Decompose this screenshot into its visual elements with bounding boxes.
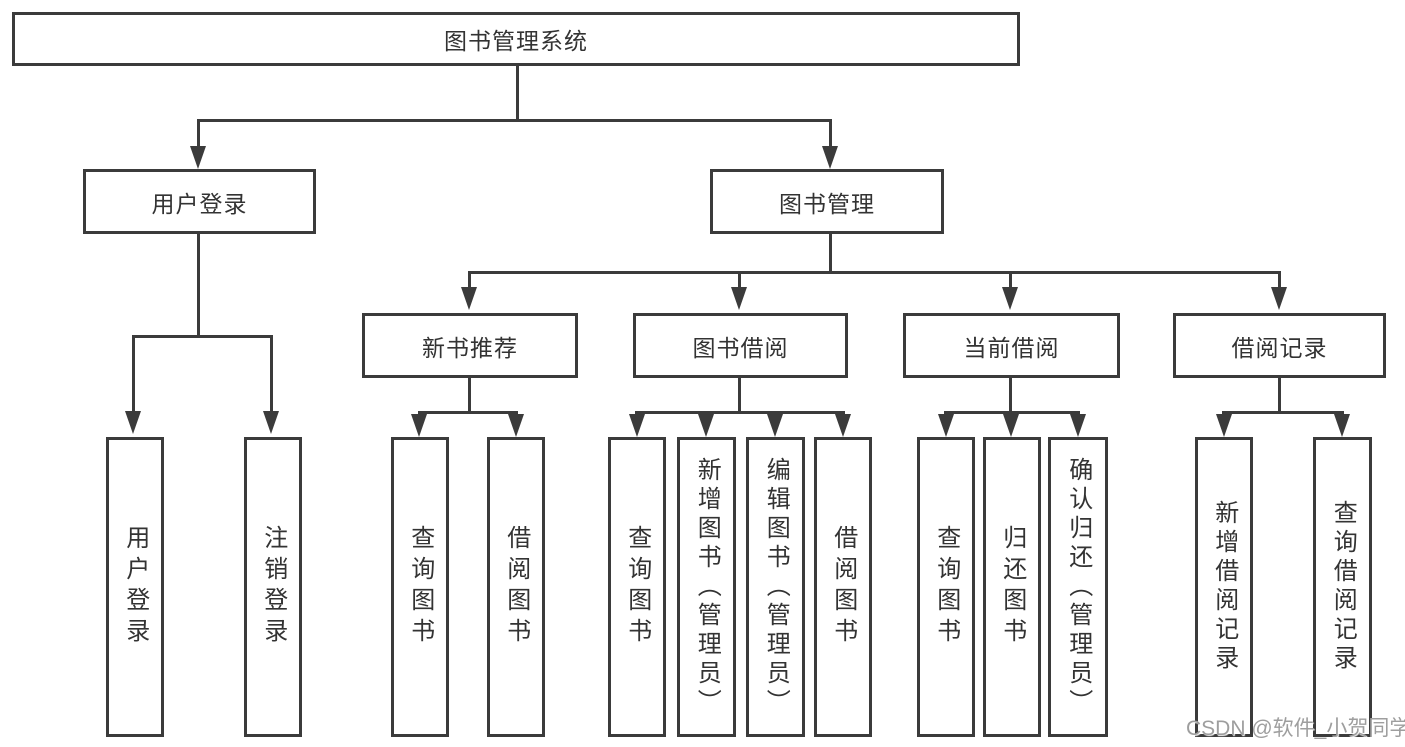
leaf-user-login: 用户登录: [106, 437, 164, 737]
connector-line: [829, 119, 832, 148]
leaf-confirm-return-admin: 确认归还（管理员）: [1048, 437, 1108, 737]
connector-line: [468, 378, 471, 414]
leaf-add-book-admin: 新增图书（管理员）: [677, 437, 736, 737]
leaf-label: 编辑图书（管理员）: [762, 456, 790, 718]
arrow-down-icon: [1271, 287, 1287, 310]
connector-line: [197, 119, 200, 148]
node-new-book-recommendation: 新书推荐: [362, 313, 578, 378]
connector-line: [516, 66, 519, 120]
connector-line: [635, 411, 845, 414]
csdn-watermark: CSDN @软件_小贺同学: [1186, 717, 1405, 740]
leaf-label: 用户登录: [121, 525, 149, 649]
connector-line: [1222, 411, 1344, 414]
arrow-down-icon: [835, 414, 851, 437]
leaf-add-borrow-record: 新增借阅记录: [1195, 437, 1253, 737]
arrow-down-icon: [411, 414, 427, 437]
connector-line: [197, 234, 200, 338]
connector-line: [1278, 271, 1281, 288]
arrow-down-icon: [263, 411, 279, 434]
leaf-label: 归还图书: [998, 525, 1026, 649]
connector-line: [1278, 378, 1281, 414]
connector-line: [1009, 378, 1012, 414]
arrow-down-icon: [767, 414, 783, 437]
leaf-return-book: 归还图书: [983, 437, 1041, 737]
node-borrowing-records: 借阅记录: [1173, 313, 1386, 378]
arrow-down-icon: [938, 414, 954, 437]
leaf-logout: 注销登录: [244, 437, 302, 737]
arrow-down-icon: [190, 146, 206, 169]
leaf-edit-book-admin: 编辑图书（管理员）: [746, 437, 805, 737]
connector-line: [468, 271, 471, 288]
node-book-borrowing: 图书借阅: [633, 313, 848, 378]
leaf-borrow-book: 借阅图书: [814, 437, 872, 737]
leaf-label: 确认归还（管理员）: [1064, 456, 1092, 718]
arrow-down-icon: [1334, 414, 1350, 437]
connector-line: [197, 119, 832, 122]
arrow-down-icon: [1070, 414, 1086, 437]
node-current-borrowing: 当前借阅: [903, 313, 1120, 378]
node-book-management: 图书管理: [710, 169, 944, 234]
arrow-down-icon: [1002, 287, 1018, 310]
connector-line: [829, 234, 832, 273]
leaf-label: 查询图书: [932, 525, 960, 649]
connector-line: [468, 271, 1281, 274]
leaf-label: 查询图书: [623, 525, 651, 649]
leaf-query-book-recommend: 查询图书: [391, 437, 449, 737]
connector-line: [132, 335, 273, 338]
leaf-label: 借阅图书: [829, 525, 857, 649]
arrow-down-icon: [1003, 414, 1019, 437]
arrow-down-icon: [1216, 414, 1232, 437]
connector-line: [132, 335, 135, 412]
leaf-query-book-current: 查询图书: [917, 437, 975, 737]
leaf-label: 借阅图书: [502, 525, 530, 649]
node-library-management-system: 图书管理系统: [12, 12, 1020, 66]
connector-line: [270, 335, 273, 412]
leaf-query-book-borrowing: 查询图书: [608, 437, 666, 737]
leaf-label: 新增图书（管理员）: [693, 456, 721, 718]
node-user-login: 用户登录: [83, 169, 316, 234]
connector-line: [738, 271, 741, 288]
leaf-label: 注销登录: [259, 525, 287, 649]
arrow-down-icon: [629, 414, 645, 437]
arrow-down-icon: [731, 287, 747, 310]
arrow-down-icon: [822, 146, 838, 169]
leaf-label: 新增借阅记录: [1210, 500, 1238, 674]
connector-line: [944, 411, 1080, 414]
arrow-down-icon: [698, 414, 714, 437]
connector-line: [418, 411, 518, 414]
connector-line: [738, 378, 741, 414]
connector-line: [1009, 271, 1012, 288]
arrow-down-icon: [461, 287, 477, 310]
leaf-borrow-book-recommend: 借阅图书: [487, 437, 545, 737]
leaf-query-borrow-record: 查询借阅记录: [1313, 437, 1372, 737]
arrow-down-icon: [508, 414, 524, 437]
leaf-label: 查询借阅记录: [1329, 500, 1357, 674]
arrow-down-icon: [125, 411, 141, 434]
leaf-label: 查询图书: [406, 525, 434, 649]
